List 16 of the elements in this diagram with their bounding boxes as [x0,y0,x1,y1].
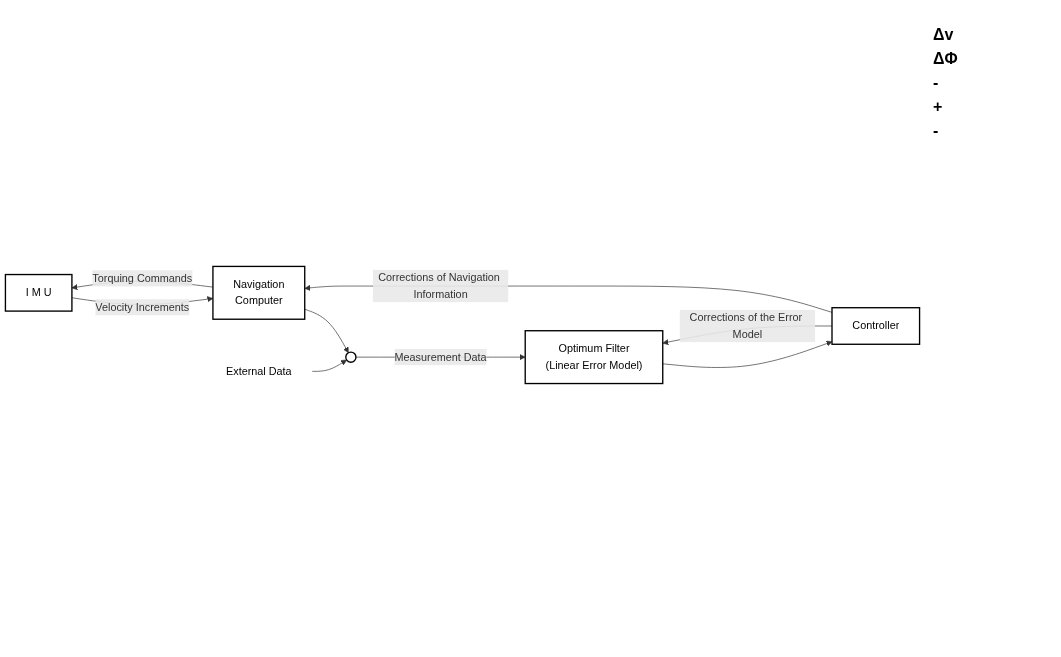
label-text: - [933,122,940,140]
node-box: Optimum Filter (Linear Error Model) [524,330,664,385]
node-circle [345,351,357,364]
label-text: - [933,74,940,92]
label-text: + [933,98,944,116]
edge-label: Torquing Commands [92,272,193,285]
node-box: I M U [4,274,73,313]
edge-label: Velocity Increments [95,301,190,314]
edge-label: Corrections of Navigation Information [378,272,500,301]
node-box: Navigation Computer [212,266,306,321]
edge-label: Measurement Data [394,351,487,364]
label-text: ΔΦ [933,50,959,68]
label-text: Δv [933,26,955,44]
node-box: Controller [831,307,921,346]
node-text: External Data [226,365,292,378]
edge-label: Corrections of the Error Model [689,312,803,340]
